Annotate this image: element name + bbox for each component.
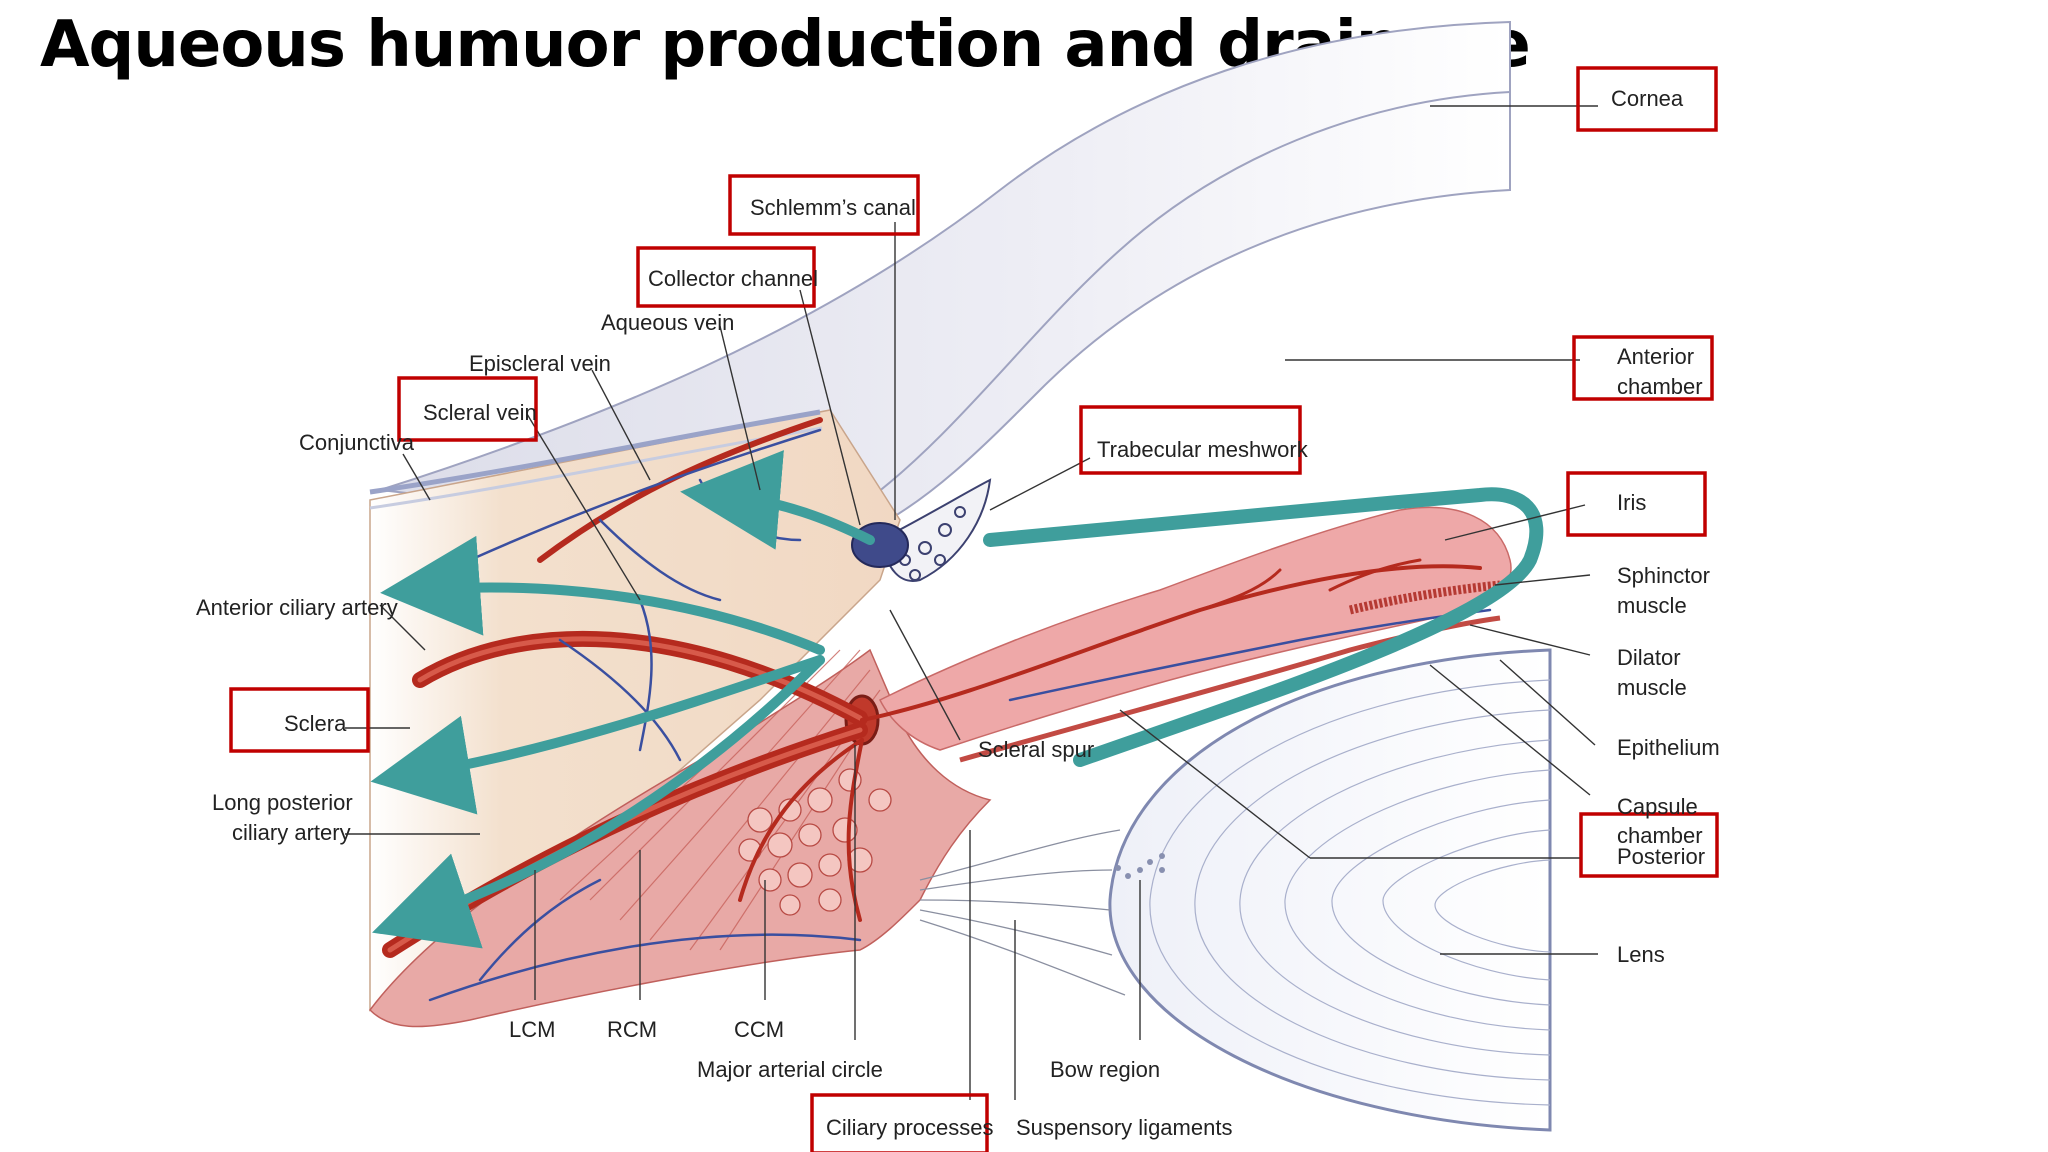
box-posterior-chamber xyxy=(1579,812,1719,878)
bow-region-nuclei xyxy=(1115,853,1165,879)
trabecular-meshwork-shape xyxy=(878,478,992,582)
label-iris: Iris xyxy=(1617,490,1646,515)
label-trabecular-meshwork: Trabecular meshwork xyxy=(1097,437,1309,462)
labels: Cornea Schlemm’s canal Collector channel… xyxy=(196,86,1720,1140)
box-iris xyxy=(1566,471,1707,537)
box-collector-channel xyxy=(636,246,816,308)
schlemms-canal-shape xyxy=(851,522,909,568)
box-cornea xyxy=(1576,66,1718,132)
label-leader-lines xyxy=(345,105,1598,1100)
label-ciliary-processes: Ciliary processes xyxy=(826,1115,994,1140)
label-anterior-chamber-1: Anterior xyxy=(1617,344,1694,369)
label-scleral-spur: Scleral spur xyxy=(978,737,1094,762)
label-aqueous-vein: Aqueous vein xyxy=(601,310,734,335)
conjunctiva-line xyxy=(369,409,821,495)
label-suspensory-ligaments: Suspensory ligaments xyxy=(1016,1115,1232,1140)
label-dilator-2: muscle xyxy=(1617,675,1687,700)
sphincter-muscle-shape xyxy=(1348,580,1501,615)
label-long-posterior-1: Long posterior xyxy=(212,790,353,815)
label-sclera: Sclera xyxy=(284,711,347,736)
box-schlemms-canal xyxy=(728,174,920,236)
veins xyxy=(428,428,1492,1002)
label-lcm: LCM xyxy=(509,1017,555,1042)
label-ccm: CCM xyxy=(734,1017,784,1042)
cornea-shape xyxy=(379,20,1511,533)
label-cornea: Cornea xyxy=(1611,86,1684,111)
label-rcm: RCM xyxy=(607,1017,657,1042)
label-anterior-chamber-2: chamber xyxy=(1617,374,1703,399)
label-lens: Lens xyxy=(1617,942,1665,967)
label-epithelium: Epithelium xyxy=(1617,735,1720,760)
box-trabecular-meshwork xyxy=(1079,405,1302,475)
label-bow-region: Bow region xyxy=(1050,1057,1160,1082)
label-posterior-chamber-2: Posterior xyxy=(1617,844,1705,869)
aqueous-flow-paths xyxy=(370,450,1544,949)
box-anterior-chamber xyxy=(1572,335,1714,401)
box-scleral-vein xyxy=(397,376,538,442)
label-sphincter-2: muscle xyxy=(1617,593,1687,618)
label-sphincter-1: Sphinctor xyxy=(1617,563,1710,588)
box-ciliary-processes xyxy=(810,1093,989,1152)
label-posterior-chamber-1: chamber xyxy=(1617,823,1703,848)
suspensory-ligament-fibres xyxy=(919,829,1126,996)
label-collector-channel: Collector channel xyxy=(648,266,818,291)
box-sclera xyxy=(229,687,370,753)
cornea-inner-edge xyxy=(867,91,1511,501)
label-schlemms-canal: Schlemm’s canal xyxy=(750,195,916,220)
label-long-posterior-2: ciliary artery xyxy=(232,820,351,845)
dilator-muscle-shape xyxy=(959,615,1501,763)
label-major-arterial-circle: Major arterial circle xyxy=(697,1057,883,1082)
label-conjunctiva: Conjunctiva xyxy=(299,430,415,455)
label-capsule: Capsule xyxy=(1617,794,1698,819)
label-scleral-vein: Scleral vein xyxy=(423,400,537,425)
label-episcleral-vein: Episcleral vein xyxy=(469,351,611,376)
highlight-boxes xyxy=(229,66,1719,1152)
lens-shape xyxy=(1108,648,1552,1132)
lens-fibres xyxy=(1149,679,1551,1106)
label-dilator-1: Dilator xyxy=(1617,645,1681,670)
label-anterior-ciliary-artery: Anterior ciliary artery xyxy=(196,595,398,620)
